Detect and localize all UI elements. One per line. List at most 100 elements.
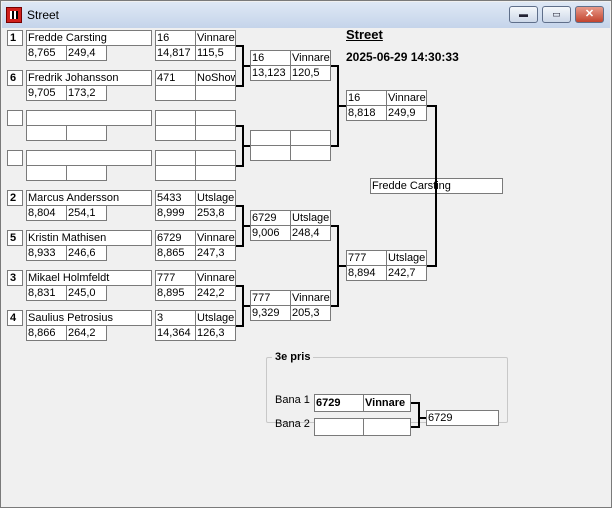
car-number-cell[interactable] bbox=[250, 130, 291, 146]
seed-number: 3 bbox=[7, 270, 23, 286]
status-cell[interactable]: Utslager bbox=[290, 210, 331, 226]
car-number-cell[interactable]: 471 bbox=[155, 70, 196, 86]
third-place-result: 6729 bbox=[426, 410, 499, 426]
app-flag-icon bbox=[6, 7, 22, 23]
car-number-cell[interactable] bbox=[155, 110, 196, 126]
time-cell: 13,123 bbox=[250, 65, 291, 81]
connector bbox=[411, 402, 419, 404]
seed-number: 4 bbox=[7, 310, 23, 326]
reaction-time-cell: 8,933 bbox=[26, 245, 67, 261]
speed-cell bbox=[195, 165, 236, 181]
car-number-cell[interactable]: 6729 bbox=[155, 230, 196, 246]
car-number-cell[interactable]: 16 bbox=[250, 50, 291, 66]
lane1-status-cell[interactable]: Vinnare bbox=[363, 394, 411, 412]
status-cell[interactable] bbox=[290, 130, 331, 146]
speed-cell: 245,0 bbox=[66, 285, 107, 301]
speed-cell: 126,3 bbox=[195, 325, 236, 341]
reaction-time-cell: 8,831 bbox=[26, 285, 67, 301]
seed-number: 2 bbox=[7, 190, 23, 206]
player-name-cell[interactable]: Kristin Mathisen bbox=[26, 230, 152, 246]
connector bbox=[236, 85, 243, 87]
speed-cell: 115,5 bbox=[195, 45, 236, 61]
reaction-time-cell: 8,804 bbox=[26, 205, 67, 221]
speed-cell: 242,2 bbox=[195, 285, 236, 301]
status-cell[interactable]: Vinnare bbox=[195, 230, 236, 246]
speed-cell: 247,3 bbox=[195, 245, 236, 261]
status-cell[interactable] bbox=[195, 150, 236, 166]
reaction-time-cell: 8,866 bbox=[26, 325, 67, 341]
car-number-cell[interactable]: 3 bbox=[155, 310, 196, 326]
speed-cell bbox=[66, 125, 107, 141]
car-number-cell[interactable]: 16 bbox=[346, 90, 387, 106]
car-number-cell[interactable]: 777 bbox=[250, 290, 291, 306]
status-cell[interactable]: NoShow bbox=[195, 70, 236, 86]
status-cell[interactable]: Utslager bbox=[195, 190, 236, 206]
player-name-cell[interactable]: Mikael Holmfeldt bbox=[26, 270, 152, 286]
speed-cell: 205,3 bbox=[290, 305, 331, 321]
car-number-cell[interactable]: 5433 bbox=[155, 190, 196, 206]
time-cell: 14,817 bbox=[155, 45, 196, 61]
minimize-button[interactable]: ▬ bbox=[509, 6, 538, 23]
time-cell: 8,818 bbox=[346, 105, 387, 121]
reaction-time-cell bbox=[26, 165, 67, 181]
status-cell[interactable]: Vinnare bbox=[195, 270, 236, 286]
speed-cell: 173,2 bbox=[66, 85, 107, 101]
title-bar: Street ▬ ▭ ✕ bbox=[2, 2, 610, 28]
page-title: Street bbox=[346, 27, 383, 42]
time-cell: 9,329 bbox=[250, 305, 291, 321]
lane1-number-input[interactable]: 6729 bbox=[314, 394, 364, 412]
lane2-status-cell[interactable] bbox=[363, 418, 411, 436]
status-cell[interactable]: Vinnare bbox=[290, 50, 331, 66]
player-name-cell[interactable]: Fredde Carsting bbox=[26, 30, 152, 46]
car-number-cell[interactable]: 16 bbox=[155, 30, 196, 46]
time-cell bbox=[155, 85, 196, 101]
speed-cell: 254,1 bbox=[66, 205, 107, 221]
status-cell[interactable]: Vinnare bbox=[386, 90, 427, 106]
close-button[interactable]: ✕ bbox=[575, 6, 604, 23]
status-cell[interactable]: Vinnare bbox=[290, 290, 331, 306]
connector bbox=[236, 125, 243, 127]
player-name-cell[interactable]: Marcus Andersson bbox=[26, 190, 152, 206]
speed-cell bbox=[195, 125, 236, 141]
speed-cell bbox=[290, 145, 331, 161]
lane1-label: Bana 1 bbox=[275, 394, 310, 406]
speed-cell bbox=[66, 165, 107, 181]
connector bbox=[236, 245, 243, 247]
player-name-cell[interactable] bbox=[26, 110, 152, 126]
speed-cell bbox=[195, 85, 236, 101]
status-cell[interactable]: Utslager bbox=[195, 310, 236, 326]
seed-number: 6 bbox=[7, 70, 23, 86]
lane2-number-input[interactable] bbox=[314, 418, 364, 436]
status-cell[interactable] bbox=[195, 110, 236, 126]
connector bbox=[242, 225, 250, 227]
time-cell: 8,999 bbox=[155, 205, 196, 221]
connector bbox=[236, 45, 243, 47]
player-name-cell[interactable]: Fredrik Johansson bbox=[26, 70, 152, 86]
connector bbox=[435, 105, 437, 267]
status-cell[interactable]: Vinnare bbox=[195, 30, 236, 46]
speed-cell: 264,2 bbox=[66, 325, 107, 341]
lane2-label: Bana 2 bbox=[275, 418, 310, 430]
connector bbox=[236, 285, 243, 287]
car-number-cell[interactable]: 777 bbox=[346, 250, 387, 266]
connector bbox=[331, 305, 338, 307]
speed-cell: 248,4 bbox=[290, 225, 331, 241]
status-cell[interactable]: Utslager bbox=[386, 250, 427, 266]
car-number-cell[interactable]: 6729 bbox=[250, 210, 291, 226]
maximize-button[interactable]: ▭ bbox=[542, 6, 571, 23]
seed-number: 1 bbox=[7, 30, 23, 46]
connector bbox=[242, 65, 250, 67]
seed-number: 5 bbox=[7, 230, 23, 246]
speed-cell: 242,7 bbox=[386, 265, 427, 281]
window-title: Street bbox=[27, 8, 60, 22]
player-name-cell[interactable]: Saulius Petrosius bbox=[26, 310, 152, 326]
connector bbox=[331, 65, 338, 67]
player-name-cell[interactable] bbox=[26, 150, 152, 166]
speed-cell: 120,5 bbox=[290, 65, 331, 81]
speed-cell: 249,4 bbox=[66, 45, 107, 61]
reaction-time-cell bbox=[26, 125, 67, 141]
car-number-cell[interactable]: 777 bbox=[155, 270, 196, 286]
car-number-cell[interactable] bbox=[155, 150, 196, 166]
time-cell: 14,364 bbox=[155, 325, 196, 341]
